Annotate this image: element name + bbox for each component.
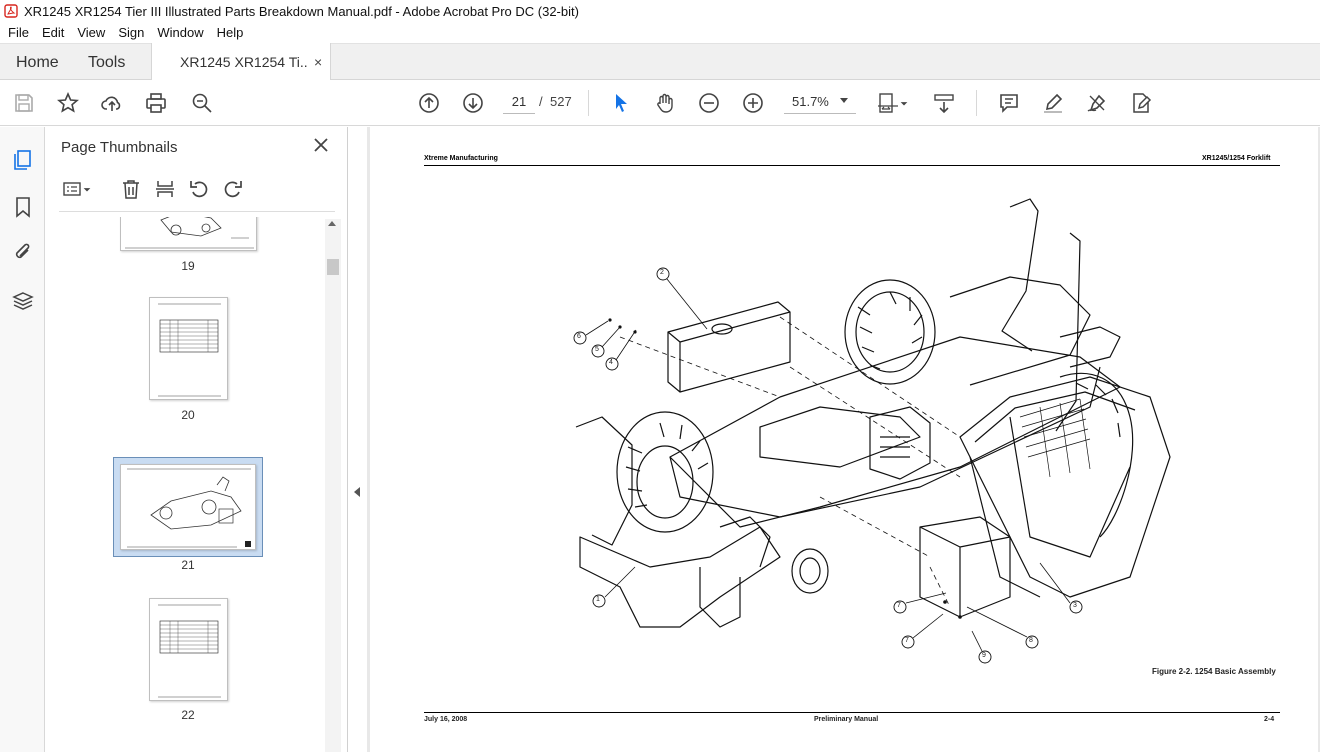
zoom-dropdown-chevron-icon[interactable] xyxy=(840,98,848,103)
options-menu-icon[interactable] xyxy=(61,177,85,201)
left-navigation-rail xyxy=(0,127,45,752)
select-cursor-icon[interactable] xyxy=(609,91,633,115)
hand-tool-icon[interactable] xyxy=(653,91,677,115)
callout-3: 3 xyxy=(1073,602,1077,609)
extract-page-icon[interactable] xyxy=(153,177,177,201)
highlight-pen-icon[interactable] xyxy=(1041,91,1065,115)
thumbnail-label: 21 xyxy=(181,558,195,572)
panel-divider xyxy=(59,211,335,212)
callout-8: 8 xyxy=(1029,637,1033,644)
thumbnail-label: 19 xyxy=(181,259,195,273)
bookmark-icon[interactable] xyxy=(11,195,35,219)
thumbnail-page-21[interactable] xyxy=(120,464,256,550)
sign-pen-icon[interactable] xyxy=(1085,91,1109,115)
page-thumbnails-icon[interactable] xyxy=(11,148,35,172)
pdf-page: Xtreme Manufacturing XR1245/1254 Forklif… xyxy=(370,127,1318,752)
thumbnail-page-19[interactable] xyxy=(120,217,257,251)
close-icon[interactable] xyxy=(311,135,331,155)
tab-bar: Home Tools XR1245 XR1254 Ti... × xyxy=(0,43,1320,81)
panel-title: Page Thumbnails xyxy=(61,139,178,156)
delete-page-icon[interactable] xyxy=(119,177,143,201)
next-page-icon[interactable] xyxy=(461,91,485,115)
options-chevron-icon[interactable] xyxy=(81,177,93,201)
page-header-model: XR1245/1254 Forklift xyxy=(1202,155,1271,162)
scroll-up-arrow-icon[interactable] xyxy=(328,221,336,226)
title-bar: XR1245 XR1254 Tier III Illustrated Parts… xyxy=(0,0,1320,22)
previous-page-icon[interactable] xyxy=(417,91,441,115)
rotate-clockwise-icon[interactable] xyxy=(221,177,245,201)
upload-cloud-icon[interactable] xyxy=(100,91,124,115)
tab-document-label: XR1245 XR1254 Ti... xyxy=(180,54,308,70)
thumbnail-list: 19 20 xyxy=(45,217,335,752)
footer-title: Preliminary Manual xyxy=(814,716,879,723)
header-rule xyxy=(424,165,1280,166)
page-fit-chevron-icon[interactable] xyxy=(898,91,910,115)
callout-6: 6 xyxy=(577,333,581,340)
menu-file[interactable]: File xyxy=(8,24,29,40)
callout-7a: 7 xyxy=(897,602,901,609)
save-icon[interactable] xyxy=(12,91,36,115)
comment-icon[interactable] xyxy=(997,91,1021,115)
edit-document-icon[interactable] xyxy=(1129,91,1153,115)
callout-4: 4 xyxy=(609,359,613,366)
callout-5: 5 xyxy=(595,346,599,353)
star-icon[interactable] xyxy=(56,91,80,115)
thumbnail-label: 20 xyxy=(181,408,195,422)
menu-bar: File Edit View Sign Window Help xyxy=(0,22,1320,42)
scrollbar-thumb[interactable] xyxy=(327,259,339,275)
tab-close-icon[interactable]: × xyxy=(314,54,323,70)
scroll-mode-icon[interactable] xyxy=(932,91,956,115)
callout-2: 2 xyxy=(660,269,664,276)
thumbnail-label: 22 xyxy=(181,708,195,722)
menu-edit[interactable]: Edit xyxy=(41,24,65,40)
zoom-in-icon[interactable] xyxy=(741,91,765,115)
forklift-assembly-drawing xyxy=(573,198,1171,664)
collapse-panel-handle-icon[interactable] xyxy=(354,487,360,497)
window-title: XR1245 XR1254 Tier III Illustrated Parts… xyxy=(24,3,579,19)
tab-document[interactable]: XR1245 XR1254 Ti... × xyxy=(151,43,331,81)
page-header-company: Xtreme Manufacturing xyxy=(424,155,498,162)
zoom-level-select[interactable]: 51.7% xyxy=(784,90,856,114)
acrobat-icon xyxy=(4,4,18,18)
figure-caption: Figure 2-2. 1254 Basic Assembly xyxy=(1152,667,1276,676)
page-number-input[interactable] xyxy=(503,90,535,114)
callout-7b: 7 xyxy=(905,637,909,644)
menu-view[interactable]: View xyxy=(77,24,106,40)
menu-window[interactable]: Window xyxy=(157,24,204,40)
page-thumbnails-panel: Page Thumbnails xyxy=(45,127,348,752)
layers-icon[interactable] xyxy=(11,289,35,313)
attachment-icon[interactable] xyxy=(11,240,35,264)
panel-toolbar xyxy=(57,177,337,203)
menu-sign[interactable]: Sign xyxy=(118,24,145,40)
tab-tools[interactable]: Tools xyxy=(88,54,126,71)
footer-rule xyxy=(424,712,1280,713)
page-separator: / xyxy=(539,94,543,109)
thumbnail-page-22[interactable] xyxy=(149,598,228,701)
menu-help[interactable]: Help xyxy=(216,24,244,40)
footer-page-number: 2-4 xyxy=(1264,716,1275,723)
toolbar-divider xyxy=(976,90,977,116)
footer-date: July 16, 2008 xyxy=(424,716,468,723)
toolbar-divider xyxy=(588,90,589,116)
rotate-counterclockwise-icon[interactable] xyxy=(187,177,211,201)
toolbar: / 527 51.7% xyxy=(0,80,1320,126)
tab-home[interactable]: Home xyxy=(16,54,59,71)
zoom-out-icon[interactable] xyxy=(697,91,721,115)
page-fit-icon[interactable] xyxy=(876,91,900,115)
zoom-search-icon[interactable] xyxy=(190,91,214,115)
total-pages: 527 xyxy=(550,94,572,109)
callout-1: 1 xyxy=(596,596,600,603)
document-view[interactable]: Xtreme Manufacturing XR1245/1254 Forklif… xyxy=(367,127,1320,752)
print-icon[interactable] xyxy=(144,91,168,115)
thumbnail-page-20[interactable] xyxy=(149,297,228,400)
thumbnail-scrollbar[interactable] xyxy=(325,219,341,752)
callout-9: 9 xyxy=(982,652,986,659)
